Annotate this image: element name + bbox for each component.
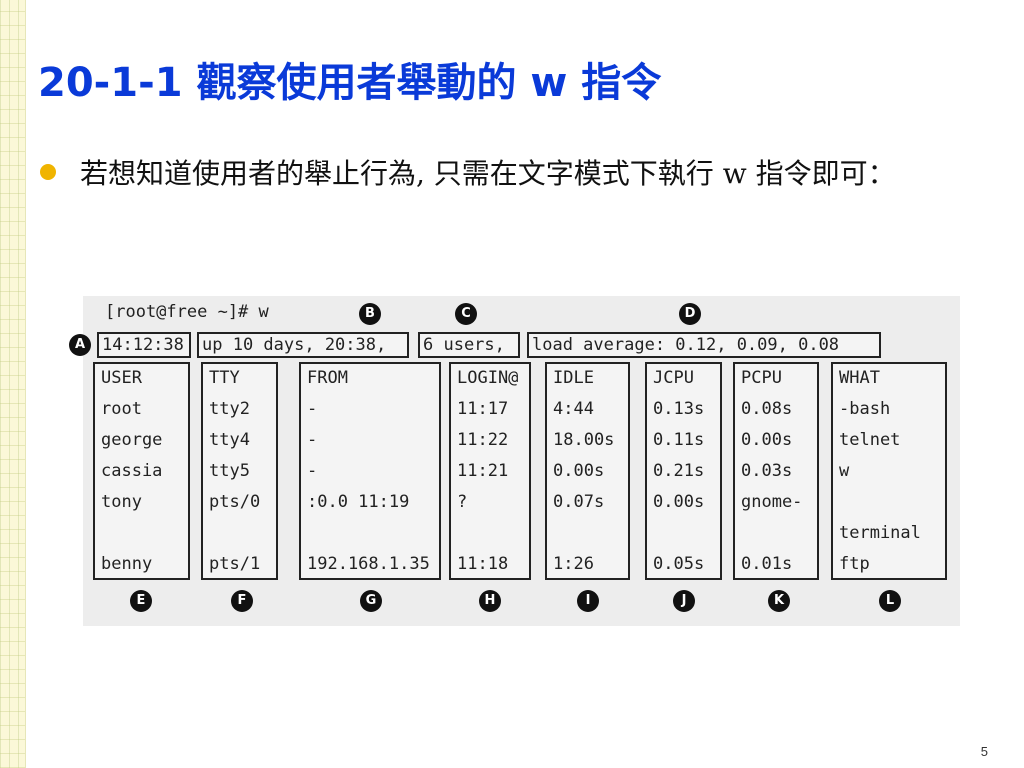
table-cell: 11:18 [457,554,509,574]
badge-l: L [879,590,901,612]
table-cell: pts/1 [209,554,261,574]
badge-b: B [359,303,381,325]
column-header: JCPU [653,368,694,388]
table-cell: -bash [839,399,891,419]
badge-f: F [231,590,253,612]
table-cell: 0.11s [653,430,705,450]
column-what: WHAT -bash telnet w terminal ftp [831,362,947,580]
table-cell: 192.168.1.35 [307,554,430,574]
column-header: FROM [307,368,348,388]
badge-e: E [130,590,152,612]
badge-d: D [679,303,701,325]
table-cell: 0.00s [653,492,705,512]
header-uptime: up 10 days, 20:38, [197,332,409,358]
table-cell: tony [101,492,142,512]
header-users: 6 users, [418,332,520,358]
table-cell: tty4 [209,430,250,450]
column-login: LOGIN@ 11:17 11:22 11:21? 11:18 [449,362,531,580]
table-cell: 11:21 [457,461,509,481]
table-cell: 4:44 [553,399,594,419]
table-cell: 0.03s [741,461,793,481]
table-cell: cassia [101,461,163,481]
table-cell: 11:22 [457,430,509,450]
header-time: 14:12:38 [97,332,191,358]
column-header: IDLE [553,368,594,388]
table-cell: 11:17 [457,399,509,419]
terminal-prompt: [root@free ~]# w [105,302,269,322]
table-cell: 0.07s [553,492,605,512]
terminal-figure: [root@free ~]# w B C D A 14:12:38 up 10 … [69,296,960,626]
badge-i: I [577,590,599,612]
table-cell: 0.00s [741,430,793,450]
table-cell: ? [457,492,468,512]
table-cell: 1:26 [553,554,594,574]
table-cell: w [839,461,850,481]
bullet-item: 若想知道使用者的舉止行為, 只需在文字模式下執行 w 指令即可： [40,148,986,200]
badge-c: C [455,303,477,325]
table-cell: - [307,399,318,419]
badge-g: G [360,590,382,612]
bullet-text: 若想知道使用者的舉止行為, 只需在文字模式下執行 w 指令即可： [80,157,896,190]
table-cell: 0.00s [553,461,605,481]
column-from: FROM - - - :0.0 11:19 192.168.1.35 [299,362,441,580]
column-header: PCPU [741,368,782,388]
badge-a: A [69,334,91,356]
table-cell: 0.21s [653,461,705,481]
table-cell: benny [101,554,153,574]
table-cell: terminal [839,523,921,543]
table-cell: gnome- [741,492,803,512]
slide-title: 20-1-1 觀察使用者舉動的 w 指令 [38,60,662,106]
column-header: USER [101,368,142,388]
table-cell: 0.08s [741,399,793,419]
column-header: WHAT [839,368,880,388]
column-idle: IDLE 4:44 18.00s 0.00s 0.07s 1:26 [545,362,630,580]
column-pcpu: PCPU 0.08s 0.00s 0.03s gnome- 0.01s [733,362,819,580]
table-cell: - [307,461,318,481]
table-cell: telnet [839,430,901,450]
column-tty: TTY tty2 tty4 tty5 pts/0 pts/1 [201,362,278,580]
column-user: USER root george cassia tony benny [93,362,190,580]
table-cell: 18.00s [553,430,615,450]
column-jcpu: JCPU 0.13s 0.11s 0.21s 0.00s 0.05s [645,362,722,580]
badge-j: J [673,590,695,612]
table-cell: root [101,399,142,419]
header-load-average: load average: 0.12, 0.09, 0.08 [527,332,881,358]
table-cell: - [307,430,318,450]
table-cell: ftp [839,554,870,574]
table-cell: 0.01s [741,554,793,574]
column-header: LOGIN@ [457,368,519,388]
table-cell: tty2 [209,399,250,419]
decorative-left-strip [0,0,26,768]
table-cell: 0.13s [653,399,705,419]
table-cell: tty5 [209,461,250,481]
column-header: TTY [209,368,240,388]
badge-k: K [768,590,790,612]
bullet-dot-icon [40,164,56,180]
badge-h: H [479,590,501,612]
table-cell: :0.0 11:19 [307,492,410,512]
table-cell: pts/0 [209,492,261,512]
table-cell: george [101,430,163,450]
page-number: 5 [980,744,988,759]
table-cell: 0.05s [653,554,705,574]
